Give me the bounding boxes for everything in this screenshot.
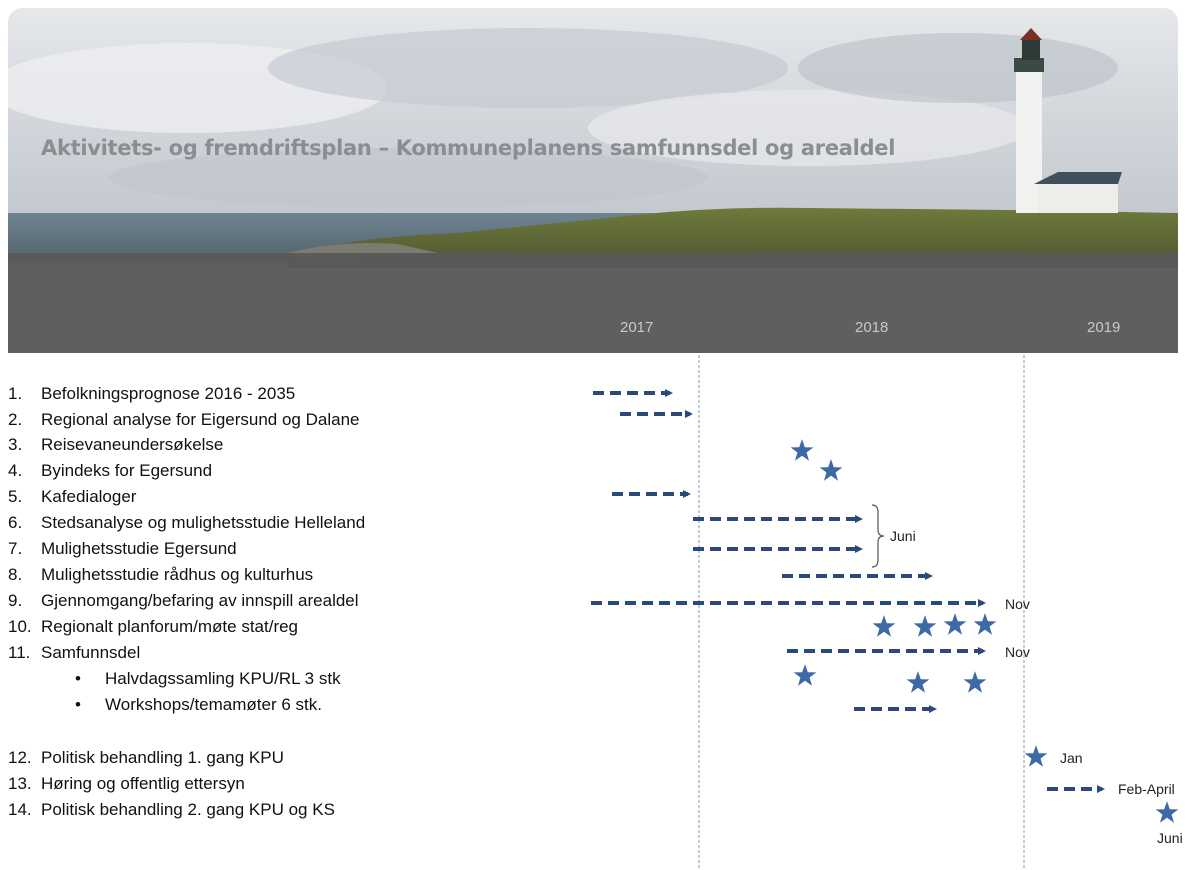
task-item: 11.Samfunnsdel — [8, 643, 141, 662]
task-item: 10.Regionalt planforum/møte stat/reg — [8, 617, 299, 636]
note-feb-april-task-13: Feb-April — [1118, 781, 1175, 797]
task-item: 12.Politisk behandling 1. gang KPU — [8, 748, 284, 767]
star-icon — [963, 671, 987, 693]
task-subitem: •Workshops/temamøter 6 stk. — [75, 695, 322, 714]
note-juni-task-14: Juni — [1157, 830, 1183, 846]
star-icon — [1155, 801, 1179, 823]
star-icon — [793, 664, 817, 686]
task-item: 1.Befolkningsprognose 2016 - 2035 — [8, 384, 296, 403]
star-icon — [819, 459, 843, 481]
task-item: 4.Byindeks for Egersund — [8, 461, 213, 480]
task-item: 5.Kafedialoger — [8, 487, 137, 506]
task-item: 7.Mulighetsstudie Egersund — [8, 539, 237, 558]
year-label-2019: 2019 — [1087, 319, 1121, 336]
task-subitem: •Halvdagssamling KPU/RL 3 stk — [75, 669, 341, 688]
star-icon — [872, 615, 896, 637]
task-item: 13.Høring og offentlig ettersyn — [8, 774, 245, 793]
task-item: 14.Politisk behandling 2. gang KPU og KS — [8, 800, 335, 819]
note-nov-task-9: Nov — [1005, 596, 1030, 612]
star-icon — [906, 671, 930, 693]
year-label-2018: 2018 — [855, 319, 889, 336]
year-label-2017: 2017 — [620, 319, 654, 336]
task-item: 6.Stedsanalyse og mulighetsstudie Hellel… — [8, 513, 366, 532]
page-title: Aktivitets- og fremdriftsplan – Kommunep… — [41, 136, 896, 160]
star-icon — [943, 613, 967, 635]
task-item: 8.Mulighetsstudie rådhus og kulturhus — [8, 565, 314, 584]
juni-bracket — [871, 504, 885, 568]
note-jan-task-12: Jan — [1060, 750, 1083, 766]
task-item: 2.Regional analyse for Eigersund og Dala… — [8, 410, 360, 429]
star-icon — [1024, 745, 1048, 767]
header-banner: Aktivitets- og fremdriftsplan – Kommunep… — [8, 8, 1178, 353]
star-icon — [790, 439, 814, 461]
star-icon — [913, 615, 937, 637]
note-juni: Juni — [890, 528, 916, 544]
star-icon — [973, 613, 997, 635]
note-nov-task-11: Nov — [1005, 644, 1030, 660]
task-item: 3.Reisevaneundersøkelse — [8, 435, 224, 454]
task-item: 9.Gjennomgang/befaring av innspill areal… — [8, 591, 359, 610]
lighthouse-photo — [8, 8, 1178, 353]
